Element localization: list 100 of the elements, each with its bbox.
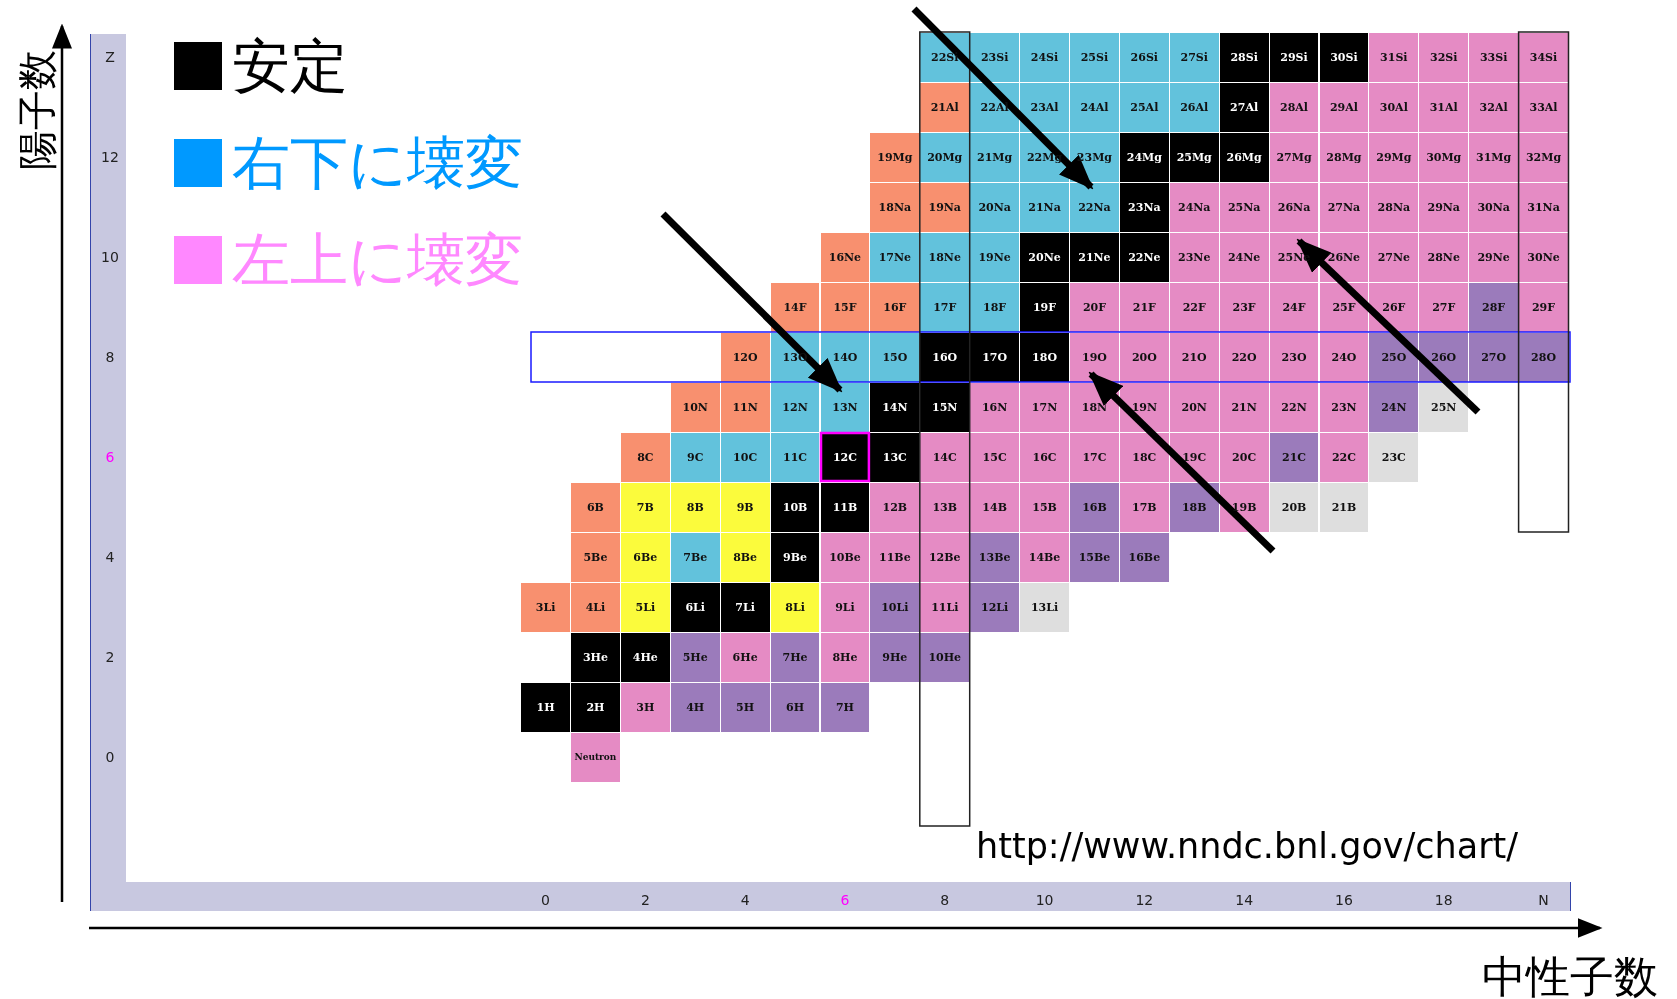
nuclide-cell: 13N: [820, 382, 870, 432]
nuclide-cell: 32Al: [1469, 82, 1519, 132]
nuclide-cell: 27F: [1419, 282, 1469, 332]
axis-tick-label: 18: [1434, 892, 1453, 908]
source-url: http://www.nndc.bnl.gov/chart/: [976, 826, 1519, 866]
nuclide-cell: 10B: [770, 482, 820, 532]
nuclide-cell: 18F: [970, 282, 1020, 332]
nuclide-cell: 1H: [521, 682, 570, 732]
nuclide-cell: 17B: [1119, 482, 1169, 532]
axis-tick-label: 16: [1335, 892, 1353, 908]
nuclide-cell: 16B: [1070, 482, 1119, 532]
nuclide-cell: 24Mg: [1119, 132, 1169, 182]
nuclide-cell: 6Be: [620, 532, 670, 582]
nuclide-cell: 11C: [770, 432, 820, 482]
nuclide-cell: 15C: [970, 432, 1020, 482]
nuclide-cell: 20C: [1219, 432, 1269, 482]
nuclide-cell: 17F: [920, 282, 970, 332]
nuclide-cell: 7He: [770, 632, 820, 682]
nuclide-cell: 9He: [870, 632, 920, 682]
nuclide-cell: 29Na: [1419, 182, 1469, 232]
nuclide-cell: 11B: [820, 482, 870, 532]
nuclide-cell: 6B: [571, 482, 620, 532]
nuclide-cell: 10Be: [820, 532, 870, 582]
nuclide-cell: 23Al: [1020, 82, 1069, 132]
nuclide-cell: 22F: [1169, 282, 1219, 332]
nuclide-cell: 24O: [1319, 332, 1369, 382]
nuclide-cell: 16N: [970, 382, 1020, 432]
nuclide-cell: 10N: [670, 382, 720, 432]
nuclide-cell: 9C: [670, 432, 720, 482]
nuclide-cell: 20F: [1070, 282, 1119, 332]
nuclide-cell: 30Al: [1369, 82, 1419, 132]
nuclide-cell: 28Mg: [1319, 132, 1369, 182]
nuclide-cell: 24Al: [1070, 82, 1119, 132]
nuclide-cell: 2H: [571, 682, 620, 732]
nuclide-cell: 29F: [1519, 282, 1568, 332]
nuclide-cell: 22Ne: [1119, 232, 1169, 282]
nuclide-cell: 21Ne: [1070, 232, 1119, 282]
nuclide-cell: 12Li: [970, 582, 1020, 632]
nuclide-cell: 6H: [770, 682, 820, 732]
nuclide-cell: 12O: [720, 332, 770, 382]
nuclide-cell: 15F: [820, 282, 870, 332]
nuclide-cell: 7H: [820, 682, 870, 732]
nuclide-cell: 11Li: [920, 582, 970, 632]
nuclide-cell: 29Al: [1319, 82, 1369, 132]
nuclide-cell: 27Ne: [1369, 232, 1419, 282]
nuclide-cell: 18Ne: [920, 232, 970, 282]
nuclide-cell: 31Na: [1519, 182, 1568, 232]
nuclide-cell: 18C: [1119, 432, 1169, 482]
nuclide-cell: 28F: [1469, 282, 1519, 332]
nuclide-cell: 19F: [1020, 282, 1069, 332]
nuclide-cell: 29Mg: [1369, 132, 1419, 182]
axis-tick-label: 10: [101, 249, 119, 265]
axis-tick-label: 14: [1235, 892, 1254, 908]
nuclide-cell: 31Mg: [1469, 132, 1519, 182]
nuclide-cell: 14F: [770, 282, 820, 332]
axis-tick-label: 2: [105, 649, 115, 665]
nuclide-cell: 22Na: [1070, 182, 1119, 232]
nuclide-cell: 5Li: [620, 582, 670, 632]
nuclide-cell: 12B: [870, 482, 920, 532]
nuclide-cell: 13B: [920, 482, 970, 532]
nuclide-cell: 24Na: [1169, 182, 1219, 232]
nuclide-cell: 17N: [1020, 382, 1069, 432]
nuclide-cell: 34Si: [1519, 32, 1568, 82]
nuclide-cell: 31Si: [1369, 32, 1419, 82]
nuclide-cell: 30Mg: [1419, 132, 1469, 182]
nuclide-cell: 20O: [1119, 332, 1169, 382]
nuclide-cell: 9B: [720, 482, 770, 532]
nuclide-cell: 15N: [920, 382, 970, 432]
nuclide-cell: 25Mg: [1169, 132, 1219, 182]
nuclide-cell: 20Mg: [920, 132, 970, 182]
nuclide-cell: 5Be: [571, 532, 620, 582]
nuclide-cell: 15Be: [1070, 532, 1119, 582]
legend-label: 右下に壊変: [232, 128, 523, 199]
nuclide-cell: 17O: [970, 332, 1020, 382]
nuclide-cell: 19O: [1070, 332, 1119, 382]
nuclide-cell: 26Al: [1169, 82, 1219, 132]
legend-label: 安定: [232, 31, 348, 102]
nuclide-cell: 26Mg: [1219, 132, 1269, 182]
nuclide-cell: 8B: [670, 482, 720, 532]
nuclide-cell: 21Al: [920, 82, 970, 132]
nuclide-cell: 7Be: [670, 532, 720, 582]
nuclide-cell: 15B: [1020, 482, 1069, 532]
axis-tick-label: 0: [541, 892, 550, 908]
axis-tick-label: 8: [940, 892, 950, 908]
nuclide-cell: 21Mg: [970, 132, 1020, 182]
nuclide-cell: 13Be: [970, 532, 1020, 582]
nuclide-cell: 31Al: [1419, 82, 1469, 132]
nuclide-cell: 24Si: [1020, 32, 1069, 82]
nuclide-cell: 33Si: [1469, 32, 1519, 82]
nuclide-cell: 19Mg: [870, 132, 920, 182]
nuclide-cell: 21B: [1319, 482, 1369, 532]
nuclide-cell: 16Be: [1119, 532, 1169, 582]
nuclide-cell: 28Al: [1269, 82, 1319, 132]
nuclide-cell: 7B: [620, 482, 670, 532]
nuclide-cell: 9Be: [770, 532, 820, 582]
nuclide-cell: 10C: [720, 432, 770, 482]
axis-tick-label: 12: [1135, 892, 1154, 908]
nuclide-cell: 26Na: [1269, 182, 1319, 232]
nuclide-cell: 27Mg: [1269, 132, 1319, 182]
axis-title: 陽子数: [12, 50, 61, 170]
